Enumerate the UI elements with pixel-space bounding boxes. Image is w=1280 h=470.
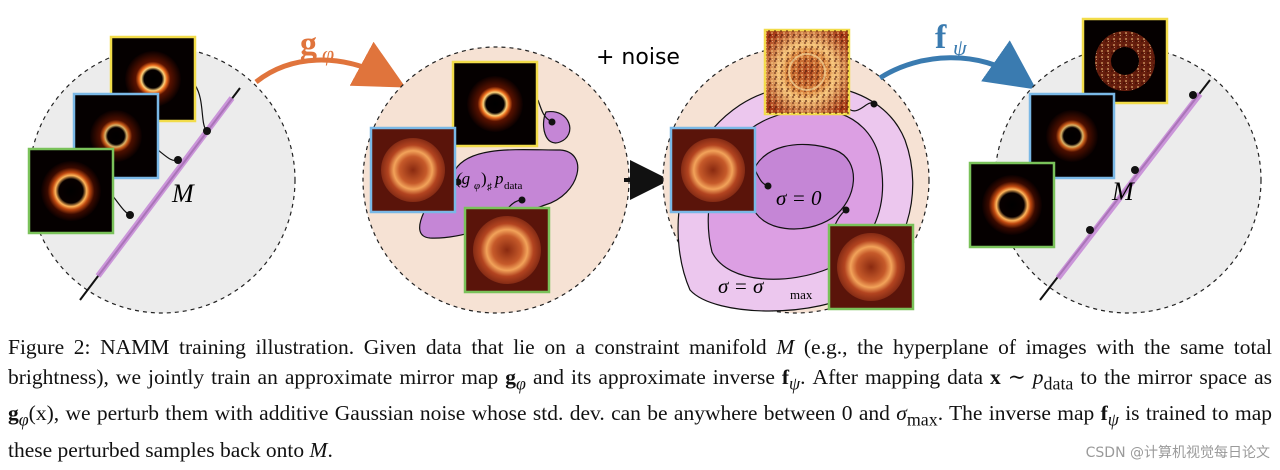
noise-label: + noise xyxy=(596,45,680,70)
image-thumb-blue-3 xyxy=(669,126,757,214)
figure-caption: Figure 2: NAMM training illustration. Gi… xyxy=(8,335,1273,462)
svg-text:p: p xyxy=(494,169,504,188)
noise-arrow: + noise xyxy=(596,45,680,200)
image-thumb-blue-2 xyxy=(369,126,457,214)
manifold-label-right: M xyxy=(1111,177,1135,206)
svg-text:max: max xyxy=(790,287,813,302)
svg-text:♯: ♯ xyxy=(487,182,492,193)
svg-text:g: g xyxy=(300,26,317,63)
image-thumb-green-3 xyxy=(827,223,915,311)
image-thumb-green-4 xyxy=(968,161,1056,249)
svg-text:data: data xyxy=(504,180,522,192)
svg-text:): ) xyxy=(481,169,487,188)
image-thumb-yellow-4 xyxy=(1081,17,1169,105)
svg-text:σ = σ: σ = σ xyxy=(718,274,765,298)
svg-text:φ: φ xyxy=(474,180,480,192)
panel-noisy-mirror-space: σ = 0 σ = σ max xyxy=(662,28,930,314)
panel-reconstructed-data-space: M xyxy=(968,17,1262,314)
panel-mirror-space: (g φ ) ♯ p data xyxy=(362,46,630,314)
watermark-text: CSDN @计算机视觉每日论文 xyxy=(1085,445,1270,461)
image-thumb-yellow-2 xyxy=(451,60,539,148)
forward-map-arrow: g φ xyxy=(254,26,406,88)
svg-text:f: f xyxy=(935,19,947,56)
sigma-zero-label: σ = 0 xyxy=(776,186,822,210)
manifold-label-left: M xyxy=(171,179,195,208)
svg-text:φ: φ xyxy=(322,41,334,66)
svg-text:ψ: ψ xyxy=(953,35,967,60)
sigma-max-label: σ = σ max xyxy=(718,274,813,302)
image-thumb-yellow-3 xyxy=(763,28,851,116)
image-thumb-green-2 xyxy=(463,206,551,294)
inverse-map-arrow: f ψ xyxy=(878,19,1037,90)
panel-data-space: M xyxy=(27,35,296,314)
image-thumb-green-1 xyxy=(27,147,115,235)
namm-figure: M g φ (g φ ) ♯ p data xyxy=(27,17,1262,314)
